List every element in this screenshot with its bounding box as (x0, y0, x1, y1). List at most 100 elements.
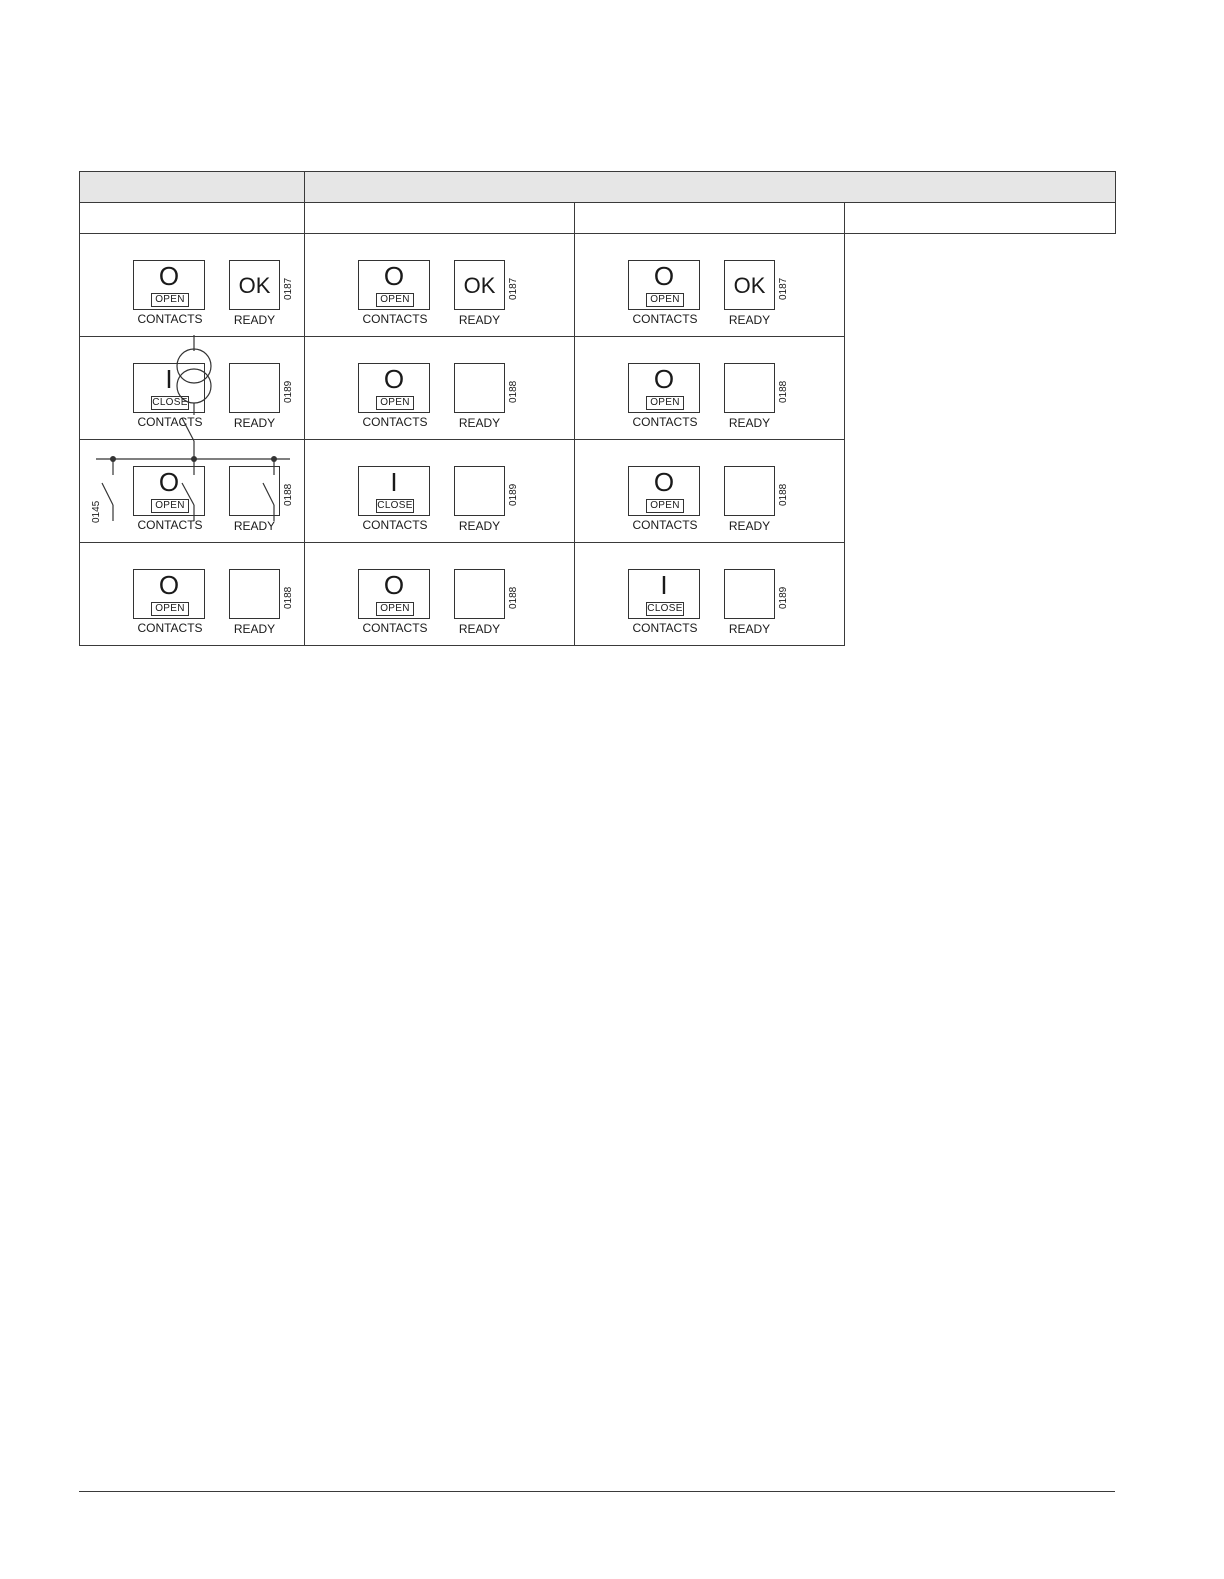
contacts-state-label: OPEN (151, 499, 189, 513)
contacts-symbol: O (653, 364, 675, 394)
contacts-symbol: I (660, 570, 668, 600)
feeder-2-switch-blade (181, 482, 195, 506)
contacts-symbol: O (383, 261, 405, 291)
contacts-indicator: O OPEN (133, 260, 205, 310)
contacts-caption: CONTACTS (362, 621, 428, 635)
ready-indicator: OK (229, 260, 280, 310)
figure-code: 0187 (778, 277, 789, 300)
contacts-symbol: O (383, 364, 405, 394)
contacts-symbol: I (390, 467, 398, 497)
ready-caption: READY (233, 313, 276, 327)
bus-junction-1 (110, 456, 116, 462)
figure-code: 0187 (508, 277, 519, 300)
contacts-caption: CONTACTS (632, 415, 698, 429)
contacts-symbol: O (653, 261, 675, 291)
contacts-caption: CONTACTS (137, 415, 203, 429)
ready-indicator (454, 363, 505, 413)
column-header-1 (304, 202, 575, 234)
single-line-diagram (96, 335, 290, 521)
contacts-state-label: OPEN (376, 396, 414, 410)
contacts-caption: CONTACTS (362, 415, 428, 429)
contacts-symbol: I (165, 364, 173, 394)
contacts-indicator: O OPEN (628, 260, 700, 310)
contacts-indicator: O OPEN (628, 466, 700, 516)
column-header-2 (574, 202, 845, 234)
contacts-state-label: OPEN (376, 293, 414, 307)
ready-indicator (229, 466, 280, 516)
header-right-cell (303, 171, 1117, 203)
contacts-state-label: OPEN (646, 293, 684, 307)
contacts-state-label: OPEN (376, 602, 414, 616)
contacts-state-label: OPEN (646, 499, 684, 513)
contacts-state-label: OPEN (151, 293, 189, 307)
contacts-symbol: O (158, 261, 180, 291)
incoming-switch-blade (181, 417, 195, 442)
footer-rule (79, 1491, 1115, 1492)
ready-indicator (454, 569, 505, 619)
figure-code: 0189 (283, 380, 294, 403)
figure-code: 0188 (778, 380, 789, 403)
ready-caption: READY (728, 416, 771, 430)
ready-caption: READY (233, 622, 276, 636)
ready-caption: READY (728, 622, 771, 636)
ready-caption: READY (233, 416, 276, 430)
ready-caption: READY (458, 519, 501, 533)
bus-junction-3 (271, 456, 277, 462)
contacts-caption: CONTACTS (137, 312, 203, 326)
column-header-row: 0145 (79, 202, 1117, 523)
ready-caption: READY (458, 313, 501, 327)
contacts-indicator: O OPEN (358, 363, 430, 413)
single-line-diagram-cell: 0145 (79, 202, 305, 523)
ready-indicator (229, 569, 280, 619)
ready-caption: READY (728, 313, 771, 327)
contacts-caption: CONTACTS (632, 312, 698, 326)
ready-caption: READY (728, 519, 771, 533)
contacts-caption: CONTACTS (632, 518, 698, 532)
contacts-caption: CONTACTS (362, 518, 428, 532)
header-left-cell (79, 171, 305, 203)
figure-code: 0188 (508, 380, 519, 403)
figure-code: 0188 (283, 586, 294, 609)
contacts-caption: CONTACTS (632, 621, 698, 635)
contacts-indicator: O OPEN (358, 260, 430, 310)
feeder-1-switch-blade (101, 482, 114, 506)
ready-indicator (229, 363, 280, 413)
figure-code: 0189 (778, 586, 789, 609)
contacts-state-label: CLOSE (376, 499, 414, 513)
contacts-caption: CONTACTS (362, 312, 428, 326)
contacts-symbol: O (383, 570, 405, 600)
contacts-symbol: O (653, 467, 675, 497)
contacts-state-label: OPEN (151, 602, 189, 616)
